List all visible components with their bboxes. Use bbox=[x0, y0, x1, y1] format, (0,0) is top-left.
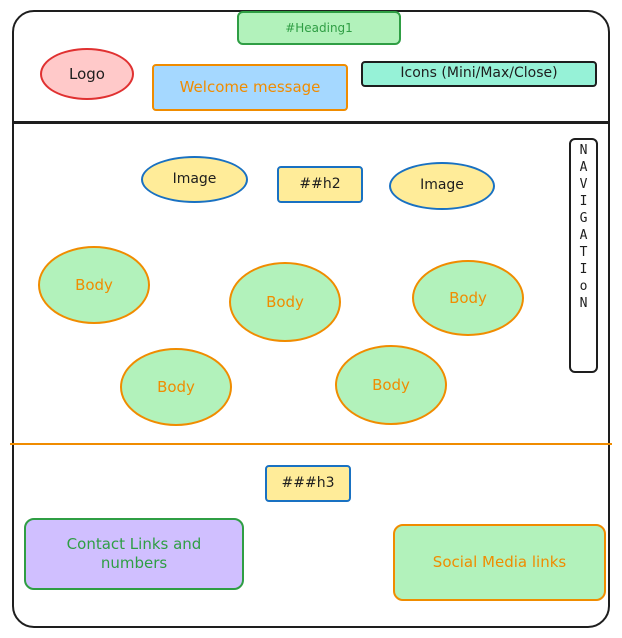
body-ellipse: Body bbox=[412, 260, 524, 336]
navigation-letter: I bbox=[579, 194, 588, 209]
header-divider bbox=[14, 121, 608, 124]
footer-divider bbox=[10, 443, 612, 445]
social-media-label: Social Media links bbox=[432, 553, 567, 572]
body-label: Body bbox=[372, 375, 410, 394]
navigation-letter: G bbox=[579, 211, 588, 226]
body-label: Body bbox=[266, 292, 304, 311]
navigation-letter: I bbox=[579, 262, 588, 277]
welcome-message-box: Welcome message bbox=[152, 64, 348, 111]
h3-box: ###h3 bbox=[265, 465, 351, 502]
social-media-box: Social Media links bbox=[393, 524, 606, 601]
image-left-ellipse: Image bbox=[141, 156, 248, 203]
image-right-label: Image bbox=[420, 177, 464, 194]
navigation-letter: V bbox=[579, 177, 588, 192]
navigation-letter: A bbox=[579, 160, 588, 175]
body-label: Body bbox=[75, 275, 113, 294]
contact-links-label: Contact Links and numbers bbox=[66, 535, 202, 572]
body-label: Body bbox=[157, 377, 195, 396]
image-left-label: Image bbox=[172, 170, 217, 187]
logo-ellipse: Logo bbox=[40, 48, 134, 100]
logo-label: Logo bbox=[69, 64, 105, 83]
window-icons-label: Icons (Mini/Max/Close) bbox=[400, 65, 558, 82]
navigation-letter: T bbox=[579, 245, 588, 260]
body-label: Body bbox=[449, 288, 487, 307]
navigation-letter: N bbox=[579, 296, 588, 311]
heading1-box: #Heading1 bbox=[237, 11, 401, 45]
body-ellipse: Body bbox=[38, 246, 150, 324]
image-right-ellipse: Image bbox=[389, 162, 495, 210]
welcome-message-label: Welcome message bbox=[179, 78, 321, 97]
contact-links-box: Contact Links and numbers bbox=[24, 518, 244, 590]
navigation-letter: N bbox=[579, 143, 588, 158]
h3-label: ###h3 bbox=[281, 474, 335, 491]
navigation-letter: A bbox=[579, 228, 588, 243]
h2-box: ##h2 bbox=[277, 166, 363, 203]
navigation-letter: o bbox=[579, 279, 588, 294]
navigation-bar[interactable]: N A V I G A T I o N bbox=[569, 138, 598, 373]
h2-label: ##h2 bbox=[299, 175, 341, 192]
body-ellipse: Body bbox=[335, 345, 447, 425]
heading1-label: #Heading1 bbox=[285, 20, 353, 35]
body-ellipse: Body bbox=[120, 348, 232, 426]
body-ellipse: Body bbox=[229, 262, 341, 342]
window-icons-box: Icons (Mini/Max/Close) bbox=[361, 61, 597, 87]
